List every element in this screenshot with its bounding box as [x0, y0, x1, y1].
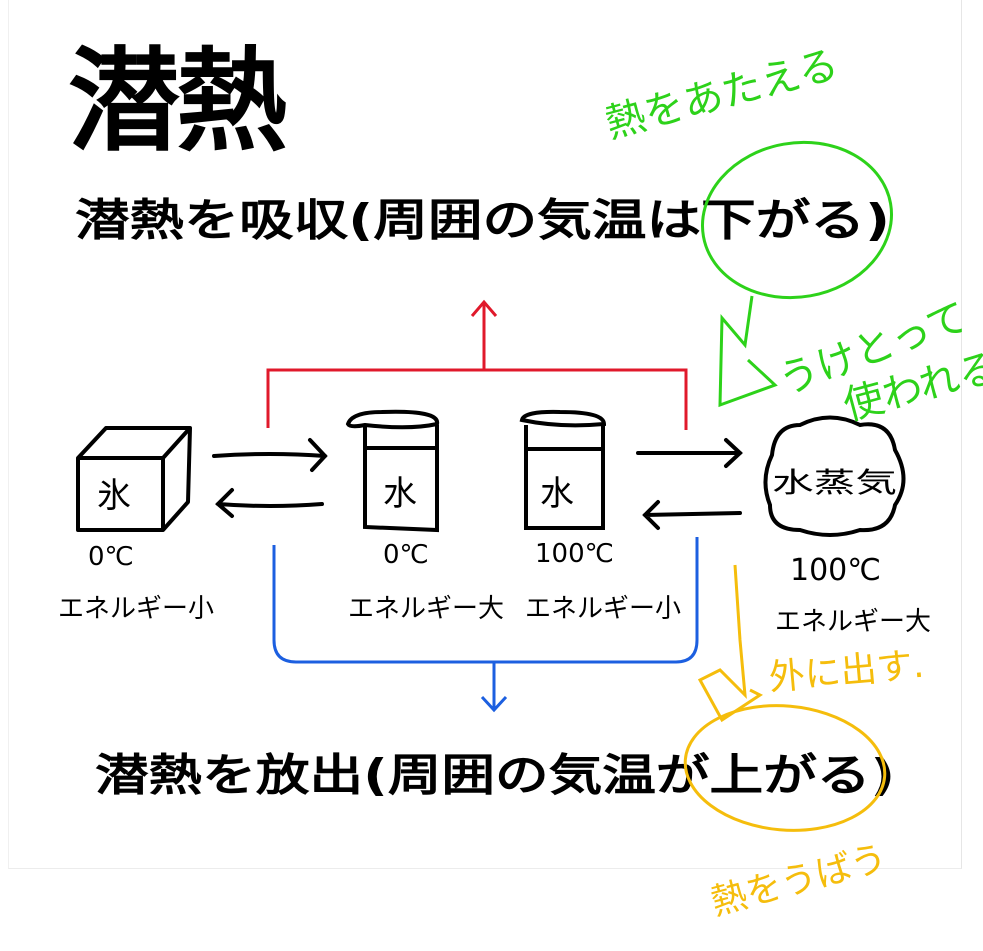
note-give-heat: 熱をあたえる — [601, 41, 844, 147]
energy-steam: エネルギー大 — [775, 607, 931, 637]
energy-water-2: エネルギー小 — [525, 594, 681, 624]
temp-water-2: 100℃ — [535, 539, 614, 569]
temp-water-1: 0℃ — [383, 540, 429, 570]
temp-steam: 100℃ — [790, 553, 881, 588]
state-name-water-2: 水 — [540, 474, 574, 514]
heading-absorb: 潜熱を吸収(周囲の気温は下がる) — [75, 195, 890, 246]
arrow-left-freeze — [215, 488, 324, 518]
energy-water-1: エネルギー大 — [348, 594, 504, 624]
page-title: 潜熱 — [68, 37, 286, 167]
beaker-water-0c — [345, 409, 440, 533]
energy-ice: エネルギー小 — [58, 594, 214, 624]
state-name-steam: 水蒸気 — [772, 466, 897, 499]
heading-release: 潜熱を放出(周囲の気温が上がる) — [95, 750, 895, 801]
ice-cube — [76, 426, 192, 532]
steam-cloud — [763, 415, 906, 537]
up-arrow-icon — [470, 299, 498, 370]
absorb-bracket — [266, 299, 688, 430]
beaker-water-100c — [519, 409, 607, 530]
arrow-left-condense — [642, 500, 742, 530]
yellow-annotation-marks — [683, 564, 887, 832]
release-bracket — [272, 537, 699, 713]
down-arrow-icon — [480, 662, 508, 713]
state-name-water-1: 水 — [383, 474, 417, 514]
green-annotation-marks — [700, 140, 894, 408]
note-release-out: 外に出す. — [767, 645, 925, 699]
temp-ice: 0℃ — [88, 542, 134, 572]
note-take-heat: 熱をうばう — [707, 837, 891, 923]
page-border — [8, 0, 962, 869]
state-name-ice: 氷 — [97, 476, 131, 516]
arrow-right-melt — [212, 438, 328, 472]
arrow-right-boil — [636, 438, 743, 468]
